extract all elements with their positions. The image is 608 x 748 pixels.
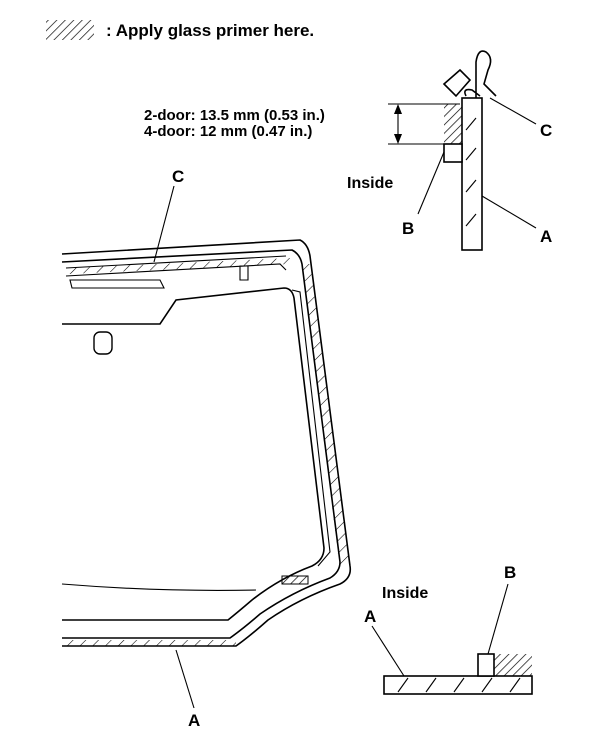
dimension-arrow: [388, 103, 460, 145]
spacer-b-top: [443, 143, 463, 163]
legend-text: : Apply glass primer here.: [106, 21, 314, 40]
label-inside-top: Inside: [347, 175, 393, 192]
primer-band-bottom: [494, 654, 532, 676]
label-a-main: A: [188, 711, 200, 730]
label-b-top: B: [402, 219, 414, 238]
spacer-b-bottom: [477, 653, 495, 677]
vin-patch: [281, 575, 309, 585]
mirror-mount: [93, 331, 113, 355]
label-a-top: A: [540, 227, 552, 246]
wiper-sweep-line: [61, 583, 257, 591]
section-detail-top: 2-door: 13.5 mm (0.53 in.) 4-door: 12 mm…: [144, 50, 552, 251]
molding-strip-top: [65, 255, 287, 289]
primer-band-bottom-edge: [62, 640, 236, 646]
glass-hatch-strokes-bottom: [397, 677, 521, 693]
windshield-inner-edge: [61, 249, 341, 639]
inner-visible-border: [62, 287, 325, 621]
glass-section-a: [461, 97, 483, 251]
windshield-outer-edge: [61, 239, 352, 647]
label-inside-bottom: Inside: [382, 585, 428, 602]
glass-hatch-strokes: [465, 117, 477, 227]
glass-section-a-bottom: [383, 675, 533, 695]
dim-four-door: 4-door: 12 mm (0.47 in.): [144, 123, 312, 140]
dim-two-door: 2-door: 13.5 mm (0.53 in.): [144, 107, 325, 124]
label-c-top: C: [540, 121, 552, 140]
legend: : Apply glass primer here.: [46, 20, 314, 40]
primer-band-top: [444, 104, 462, 144]
primer-band-top-edge: [68, 258, 290, 274]
section-detail-bottom: Inside A B: [364, 563, 533, 695]
label-c-main: C: [172, 167, 184, 186]
label-a-bottom: A: [364, 607, 376, 626]
legend-hatch-swatch: [46, 20, 94, 40]
windshield-view: C A: [61, 167, 352, 730]
primer-band-right-edge: [302, 264, 350, 570]
label-b-bottom: B: [504, 563, 516, 582]
inner-visible-border-2: [291, 289, 331, 567]
molding-c: [442, 50, 497, 98]
